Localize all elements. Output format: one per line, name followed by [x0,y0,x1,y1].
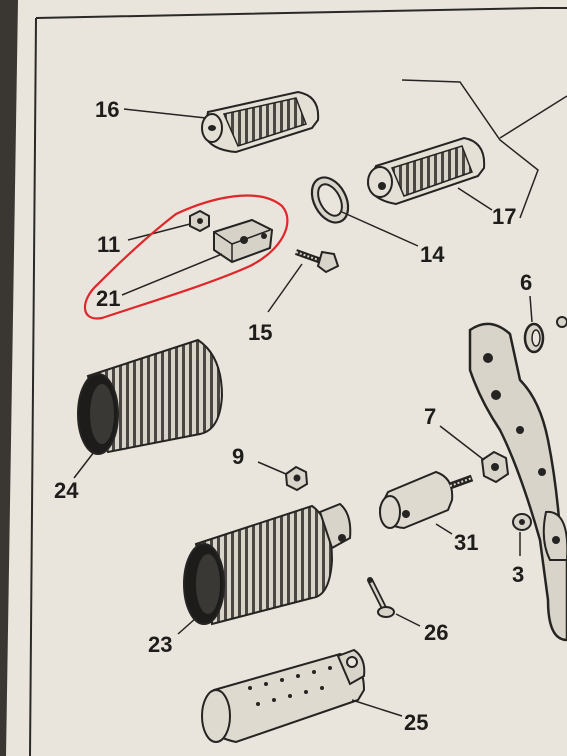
part-26-pin [367,577,395,618]
part-31-cap [378,470,474,530]
label-23: 23 [148,632,172,657]
part-17-footpeg [366,136,486,206]
label-14: 14 [420,242,445,267]
leader-26 [395,613,421,627]
bracket-line-right [499,95,567,139]
leader-25 [351,699,403,717]
label-26: 26 [424,620,448,645]
label-16: 16 [95,97,119,122]
leader-7 [439,425,485,461]
leader-6 [529,295,533,323]
label-24: 24 [54,478,79,503]
part-6-washer [523,322,545,354]
leader-17 [457,187,493,211]
leader-23 [177,617,197,635]
part-23-rubber-peg [183,502,352,626]
part-16-footpeg [201,90,320,154]
leader-24 [73,451,95,479]
part-15-bolt [294,249,340,274]
leader-31 [435,523,453,535]
label-6: 6 [520,270,532,295]
bracket-plate [468,316,567,642]
label-17: 17 [492,204,516,229]
leader-16 [123,108,207,119]
highlight-circle-21 [83,194,289,320]
label-9: 9 [232,444,244,469]
part-14-ring [310,176,350,224]
leader-14 [341,211,419,247]
leader-9 [257,461,287,475]
part-25-footpeg [201,648,366,744]
label-21: 21 [96,286,120,311]
label-7: 7 [424,404,436,429]
leader-15 [267,263,303,313]
bracket-lines-top [401,79,539,219]
part-24-rubber-peg [77,338,224,455]
part-3-washer [512,513,532,531]
leader-21 [121,253,223,296]
frame-border-left [29,17,37,756]
label-11: 11 [97,232,120,257]
leader-11 [127,223,191,241]
part-21-clevis [213,218,274,264]
label-3: 3 [512,562,524,587]
label-15: 15 [248,320,272,345]
frame-border [35,7,567,19]
label-31: 31 [454,530,478,555]
label-25: 25 [404,710,428,735]
